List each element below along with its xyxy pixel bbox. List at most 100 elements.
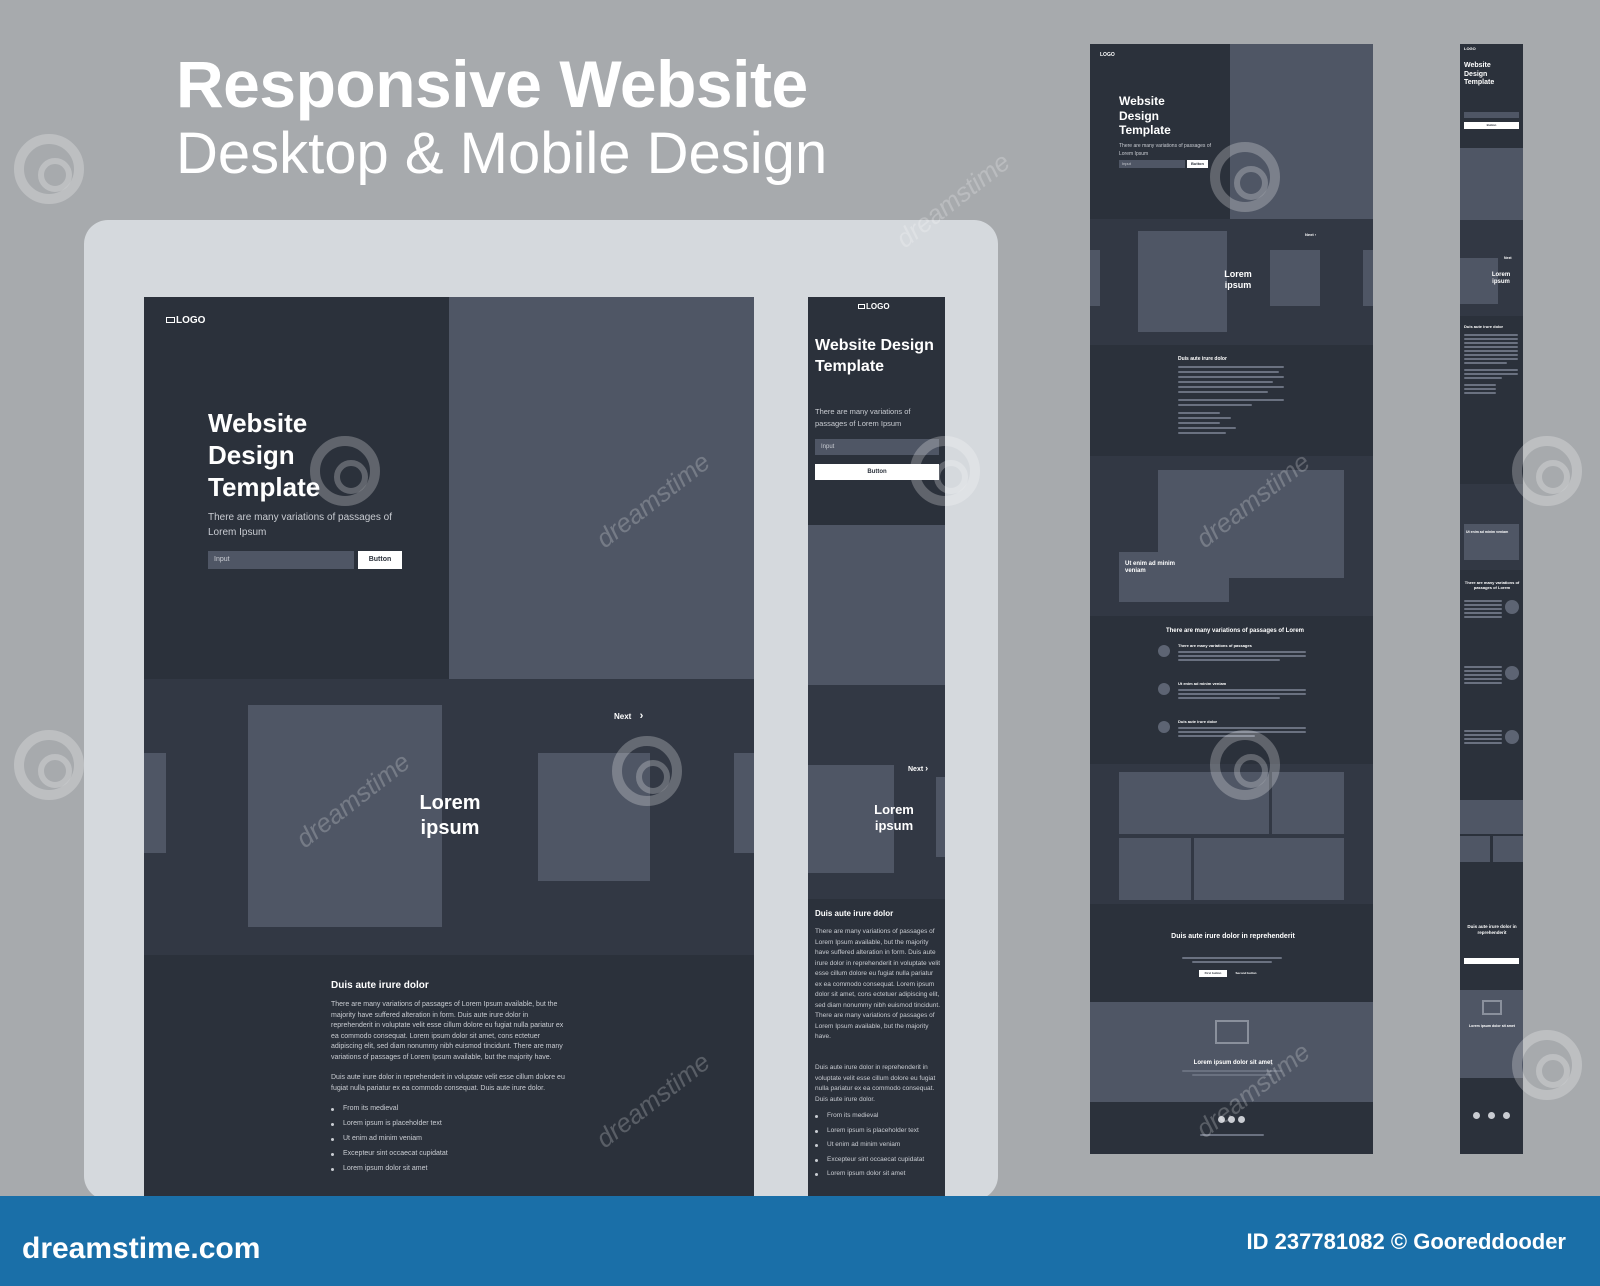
feature-text: [1464, 730, 1502, 744]
hero-button[interactable]: Button: [358, 551, 402, 569]
cta-primary-button[interactable]: First button: [1199, 970, 1227, 977]
slide-next-placeholder: [1270, 250, 1320, 306]
watermark-spiral-icon: [14, 134, 84, 204]
hero-text: There are many variations of passages of…: [815, 407, 911, 428]
article-text-lines: [1464, 334, 1518, 394]
social-icon[interactable]: [1218, 1116, 1225, 1123]
card-title: Ut enim ad minim veniam: [1125, 561, 1176, 574]
social-icon[interactable]: [1473, 1112, 1480, 1119]
list-item: Lorem ipsum dolor sit amet: [331, 1161, 567, 1176]
hero-text: There are many variations of passages of…: [208, 512, 392, 538]
hero-input[interactable]: Input: [815, 439, 939, 455]
slide-prev-placeholder: [144, 753, 166, 853]
feature-text: [1464, 600, 1502, 618]
feature-text: [1178, 689, 1306, 699]
gallery-text: [1182, 1070, 1282, 1076]
slider-section: [1090, 219, 1373, 345]
footer-brand[interactable]: dreamstime.com: [22, 1232, 261, 1265]
article-title: Duis aute irure dolor: [1464, 324, 1504, 329]
logo[interactable]: LOGO: [1464, 46, 1476, 51]
grid-image: [1493, 836, 1523, 862]
image-icon: [1482, 1000, 1502, 1015]
hero-button[interactable]: Button: [1187, 160, 1208, 168]
feature-icon: [1505, 730, 1519, 744]
slide-far-placeholder: [734, 753, 754, 853]
chevron-right-icon: ›: [925, 763, 929, 773]
list-item: Excepteur sint occaecat cupidatat: [815, 1153, 940, 1168]
grid-image: [1460, 836, 1490, 862]
slide-prev-placeholder: [1090, 250, 1100, 306]
next-label: Next: [614, 712, 632, 721]
article-paragraph-2: Duis aute irure dolor in reprehenderit i…: [331, 1074, 565, 1092]
hero-title: Website Design Template: [1119, 94, 1171, 137]
list-item: Ut enim ad minim veniam: [815, 1138, 940, 1153]
slide-image-placeholder: [1460, 258, 1498, 304]
social-icon[interactable]: [1238, 1116, 1245, 1123]
next-label: Next: [1305, 232, 1314, 237]
slide-image-placeholder: [808, 765, 894, 873]
article-title: Duis aute irure dolor: [815, 909, 894, 918]
article-title: Duis aute irure dolor: [331, 980, 429, 991]
slide-image-placeholder: [1138, 231, 1227, 332]
watermark-spiral-icon: [1210, 142, 1280, 212]
feature-title: There are many variations of passages: [1178, 643, 1252, 648]
feature-text: [1178, 651, 1306, 661]
social-icon[interactable]: [1488, 1112, 1495, 1119]
logo-icon: [858, 304, 865, 309]
watermark-spiral-icon: [1512, 1030, 1582, 1100]
cta-text: [1182, 957, 1282, 963]
next-link[interactable]: Next: [1504, 256, 1512, 260]
hero-input[interactable]: [1464, 112, 1519, 118]
slide-image-placeholder: [248, 705, 442, 927]
hero-image-placeholder: [449, 297, 754, 679]
article-bullets: From its medieval Lorem ipsum is placeho…: [331, 1101, 567, 1176]
list-item: From its medieval: [331, 1101, 567, 1116]
slide-title: Lorem ipsum: [1224, 269, 1252, 290]
logo-text: LOGO: [1100, 52, 1115, 58]
grid-image: [1194, 838, 1344, 900]
cta-title: Duis aute irure dolor in reprehenderit: [1171, 933, 1295, 940]
hero-button[interactable]: Button: [1464, 122, 1519, 129]
mobile-mockup: LOGO Website Design Template There are m…: [808, 297, 945, 1196]
logo-text: LOGO: [176, 315, 206, 326]
logo-text: LOGO: [866, 302, 890, 311]
feature-icon: [1505, 600, 1519, 614]
hero-input[interactable]: Input: [1119, 160, 1185, 168]
watermark-spiral-icon: [612, 736, 682, 806]
feature-icon: [1158, 721, 1170, 733]
next-link[interactable]: Next ›: [1305, 232, 1316, 237]
next-link[interactable]: Next ›: [908, 763, 928, 773]
watermark-spiral-icon: [14, 730, 84, 800]
list-item: Excepteur sint occaecat cupidatat: [331, 1146, 567, 1161]
gallery-section: [1090, 1002, 1373, 1102]
logo-text: LOGO: [1464, 46, 1476, 51]
social-icon[interactable]: [1228, 1116, 1235, 1123]
image-icon: [1215, 1020, 1249, 1044]
article-paragraph-1: There are many variations of passages of…: [331, 1001, 564, 1061]
hero-text: There are many variations of passages of…: [1119, 143, 1211, 157]
card-title: Ut enim ad minim veniam: [1466, 530, 1509, 534]
next-link[interactable]: Next ›: [614, 710, 643, 722]
footer-links: [1200, 1134, 1264, 1136]
hero-title: Website Design Template: [1464, 62, 1495, 86]
hero-image-placeholder: [808, 525, 945, 685]
feature-text: [1464, 666, 1502, 684]
grid-image: [1272, 772, 1344, 834]
logo[interactable]: LOGO: [858, 302, 890, 311]
hero-button[interactable]: Button: [815, 464, 939, 480]
cta-primary-button[interactable]: [1464, 958, 1519, 964]
logo[interactable]: LOGO: [166, 315, 205, 326]
footer-bar: [0, 1196, 1600, 1286]
hero-input[interactable]: Input: [208, 551, 354, 569]
slide-far-placeholder: [1363, 250, 1373, 306]
feature-icon: [1505, 666, 1519, 680]
grid-image: [1460, 800, 1523, 834]
card-box: [1464, 524, 1519, 560]
social-icon[interactable]: [1503, 1112, 1510, 1119]
cta-secondary-button[interactable]: Second button: [1235, 971, 1257, 975]
features-title: There are many variations of passages of…: [1464, 580, 1520, 590]
grid-image: [1119, 838, 1191, 900]
logo[interactable]: LOGO: [1100, 52, 1115, 58]
hero-image-placeholder: [1460, 148, 1523, 220]
slide-title: Lorem ipsum: [874, 802, 914, 833]
